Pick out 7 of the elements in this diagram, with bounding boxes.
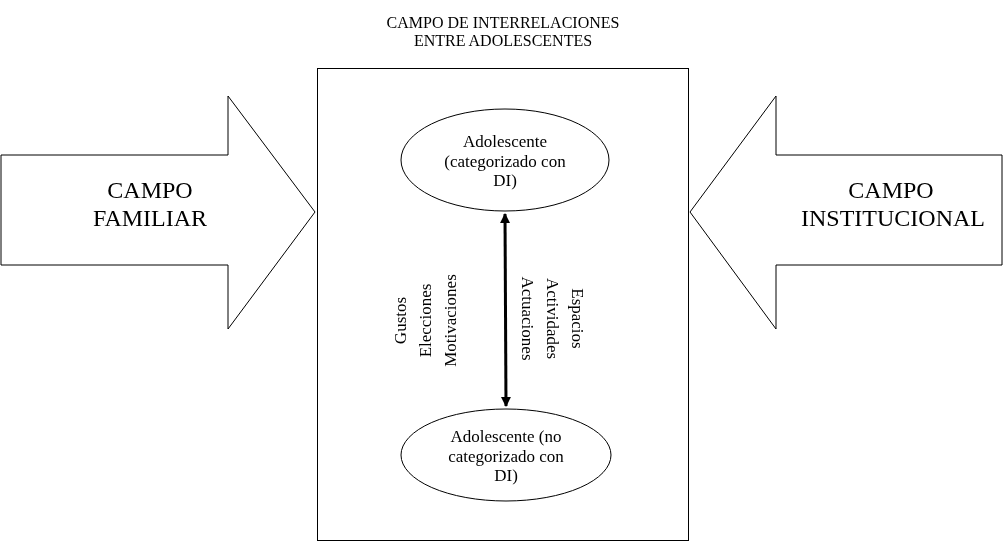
ellipse-label: Adolescente (no categorizado con DI) xyxy=(447,427,565,486)
double-arrow xyxy=(500,213,511,407)
ellipse-label: Adolescente (categorizado con DI) xyxy=(443,132,567,191)
rotated-label: Gustos Elecciones Motivaciones xyxy=(389,273,461,369)
arrow-label: CAMPO FAMILIAR xyxy=(91,177,209,233)
rotated-label: Espacios Actividades Actuaciones xyxy=(516,275,588,363)
frame-title: CAMPO DE INTERRELACIONES ENTRE ADOLESCENTES xyxy=(385,14,621,51)
